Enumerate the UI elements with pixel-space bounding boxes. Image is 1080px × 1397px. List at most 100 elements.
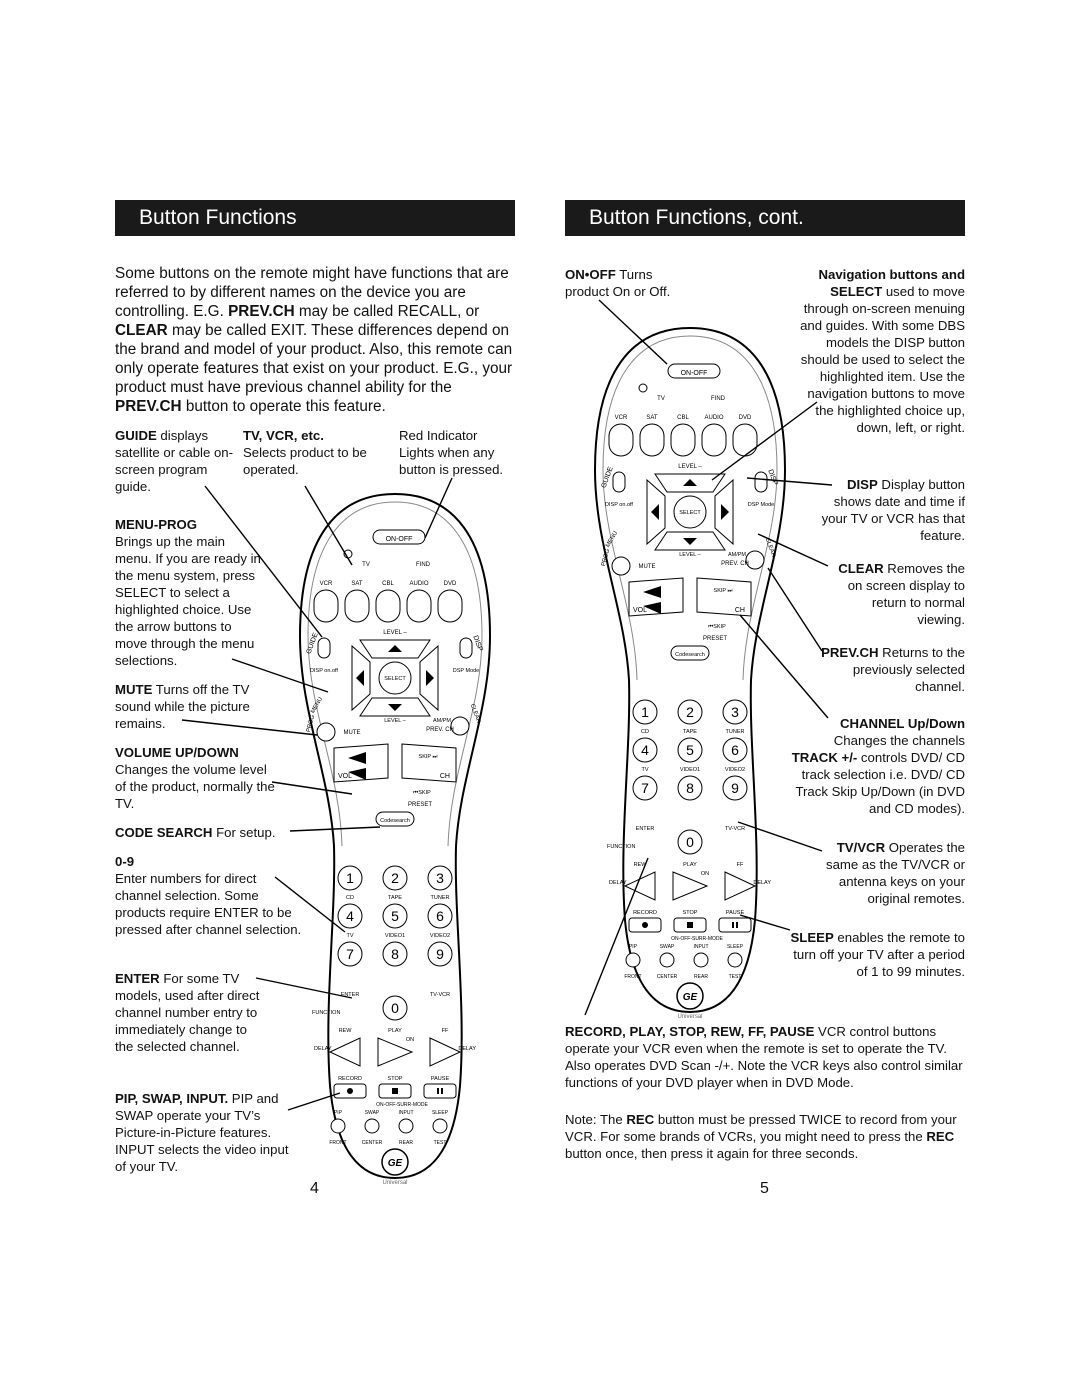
source-label: CBL xyxy=(677,415,689,421)
rec-note: Note: The REC button must be pressed TWI… xyxy=(565,1112,957,1161)
on-off-label: ON-OFF xyxy=(386,536,413,543)
record-play-callout: RECORD, PLAY, STOP, REW, FF, PAUSE VCR c… xyxy=(565,1024,963,1090)
right-arrow-icon xyxy=(426,670,434,686)
intro-run: may be called RECALL, or xyxy=(294,303,480,320)
stop-label: STOP xyxy=(388,1076,403,1082)
intro-run: CLEAR xyxy=(115,322,168,339)
brand-label: Universal xyxy=(382,1180,407,1186)
ff-button xyxy=(724,871,757,901)
clear-button xyxy=(745,550,765,570)
pip-row-label: SLEEP xyxy=(727,944,744,950)
mute-label: MUTE xyxy=(639,564,656,570)
front-row-label: FRONT xyxy=(329,1140,346,1146)
enter-label: ENTER xyxy=(636,826,655,832)
intro-run: PREV.CH xyxy=(115,398,182,415)
disp-onoff-label: DISP on.off xyxy=(605,502,633,508)
digit-label: 9 xyxy=(731,780,739,796)
find-label: FIND xyxy=(416,562,431,568)
navigation-callout: Navigation buttons and SELECT used to mo… xyxy=(800,267,965,435)
tv-vcr-callout: TV, VCR, etc.Selects product to be opera… xyxy=(243,428,367,477)
ff-label: FF xyxy=(737,862,744,868)
play-label: PLAY xyxy=(683,862,697,868)
ff-button xyxy=(429,1037,462,1067)
disp-button xyxy=(459,637,473,659)
digit-sublabel: VIDEO1 xyxy=(385,933,405,939)
right-arrow-icon xyxy=(721,504,729,520)
disp-mode-label: DSP Mode xyxy=(453,668,480,674)
source-label: AUDIO xyxy=(409,581,428,587)
front-row-label: REAR xyxy=(399,1140,413,1146)
digit-button xyxy=(722,775,748,801)
remote-inner-contour xyxy=(689,335,778,681)
front-row-label: REAR xyxy=(694,974,708,980)
ch-rocker xyxy=(401,743,457,783)
pip-row-button xyxy=(330,1118,346,1134)
record-icon xyxy=(347,1088,353,1094)
pip-row-label: INPUT xyxy=(399,1110,414,1116)
enter-callout: ENTER For some TV models, used after dir… xyxy=(115,971,260,1054)
clear-callout: CLEAR Removes the on screen display to r… xyxy=(838,561,965,627)
select-button xyxy=(673,495,707,529)
preset-label: PRESET xyxy=(408,802,432,808)
ch-rocker xyxy=(696,577,752,617)
source-button xyxy=(639,423,665,457)
tv-vcr-label: TV-VCR xyxy=(430,992,450,998)
intro-run: Some buttons on the remote might have fu… xyxy=(115,265,509,320)
pip-row-label: SWAP xyxy=(660,944,675,950)
guide-button xyxy=(317,637,331,659)
digit-button xyxy=(677,737,703,763)
pip-swap-input-callout: PIP, SWAP, INPUT. PIP and SWAP operate y… xyxy=(115,1091,289,1174)
digit-button xyxy=(677,699,703,725)
pip-row-label: PIP xyxy=(629,944,638,950)
disp-mode-label: DSP Mode xyxy=(748,502,775,508)
skip-down-label: ⏮SKIP xyxy=(708,624,726,630)
digit-button xyxy=(722,737,748,763)
digit-label: 0 xyxy=(391,1000,399,1016)
pause-icon xyxy=(736,922,738,928)
digit-label: 1 xyxy=(346,870,354,886)
digit-label: 0 xyxy=(686,834,694,850)
play-label: PLAY xyxy=(388,1028,402,1034)
down-arrow-icon xyxy=(388,704,402,711)
source-button xyxy=(344,589,370,623)
mute-label: MUTE xyxy=(344,730,361,736)
select-label: SELECT xyxy=(679,510,701,516)
remote-inner-contour xyxy=(394,501,483,847)
left-arrow-icon xyxy=(651,504,659,520)
rew-label: REW xyxy=(634,862,648,868)
vol-label: VOL xyxy=(633,607,647,614)
source-label: CBL xyxy=(382,581,394,587)
level-label: LEVEL – xyxy=(678,464,702,470)
digit-sublabel: CD xyxy=(346,895,354,901)
digit-label: 3 xyxy=(731,704,739,720)
digit-label: 5 xyxy=(391,908,399,924)
codesearch-label: Codesearch xyxy=(380,818,410,824)
digit-label: 7 xyxy=(346,946,354,962)
source-button xyxy=(313,589,339,623)
digit-sublabel: TAPE xyxy=(388,895,402,901)
ch-label: CH xyxy=(440,773,450,780)
find-label: FIND xyxy=(711,396,726,402)
source-label: VCR xyxy=(320,581,333,587)
delay-label: DELAY xyxy=(609,880,627,886)
digit-sublabel: VIDEO2 xyxy=(725,767,745,773)
record-icon xyxy=(642,922,648,928)
digit-button xyxy=(632,775,658,801)
pause-button xyxy=(423,1083,457,1099)
pip-row-button xyxy=(432,1118,448,1134)
pip-row-label: SLEEP xyxy=(432,1110,449,1116)
stop-icon xyxy=(687,922,693,928)
code-search-callout: CODE SEARCH For setup. xyxy=(115,825,276,840)
down-arrow-icon xyxy=(683,538,697,545)
pip-row-button xyxy=(727,952,743,968)
right-section-header: Button Functions, cont. xyxy=(565,200,965,236)
digit-sublabel: TAPE xyxy=(683,729,697,735)
digit-button xyxy=(722,699,748,725)
source-button xyxy=(375,589,401,623)
digit-button xyxy=(337,941,363,967)
digit-sublabel: VIDEO2 xyxy=(430,933,450,939)
